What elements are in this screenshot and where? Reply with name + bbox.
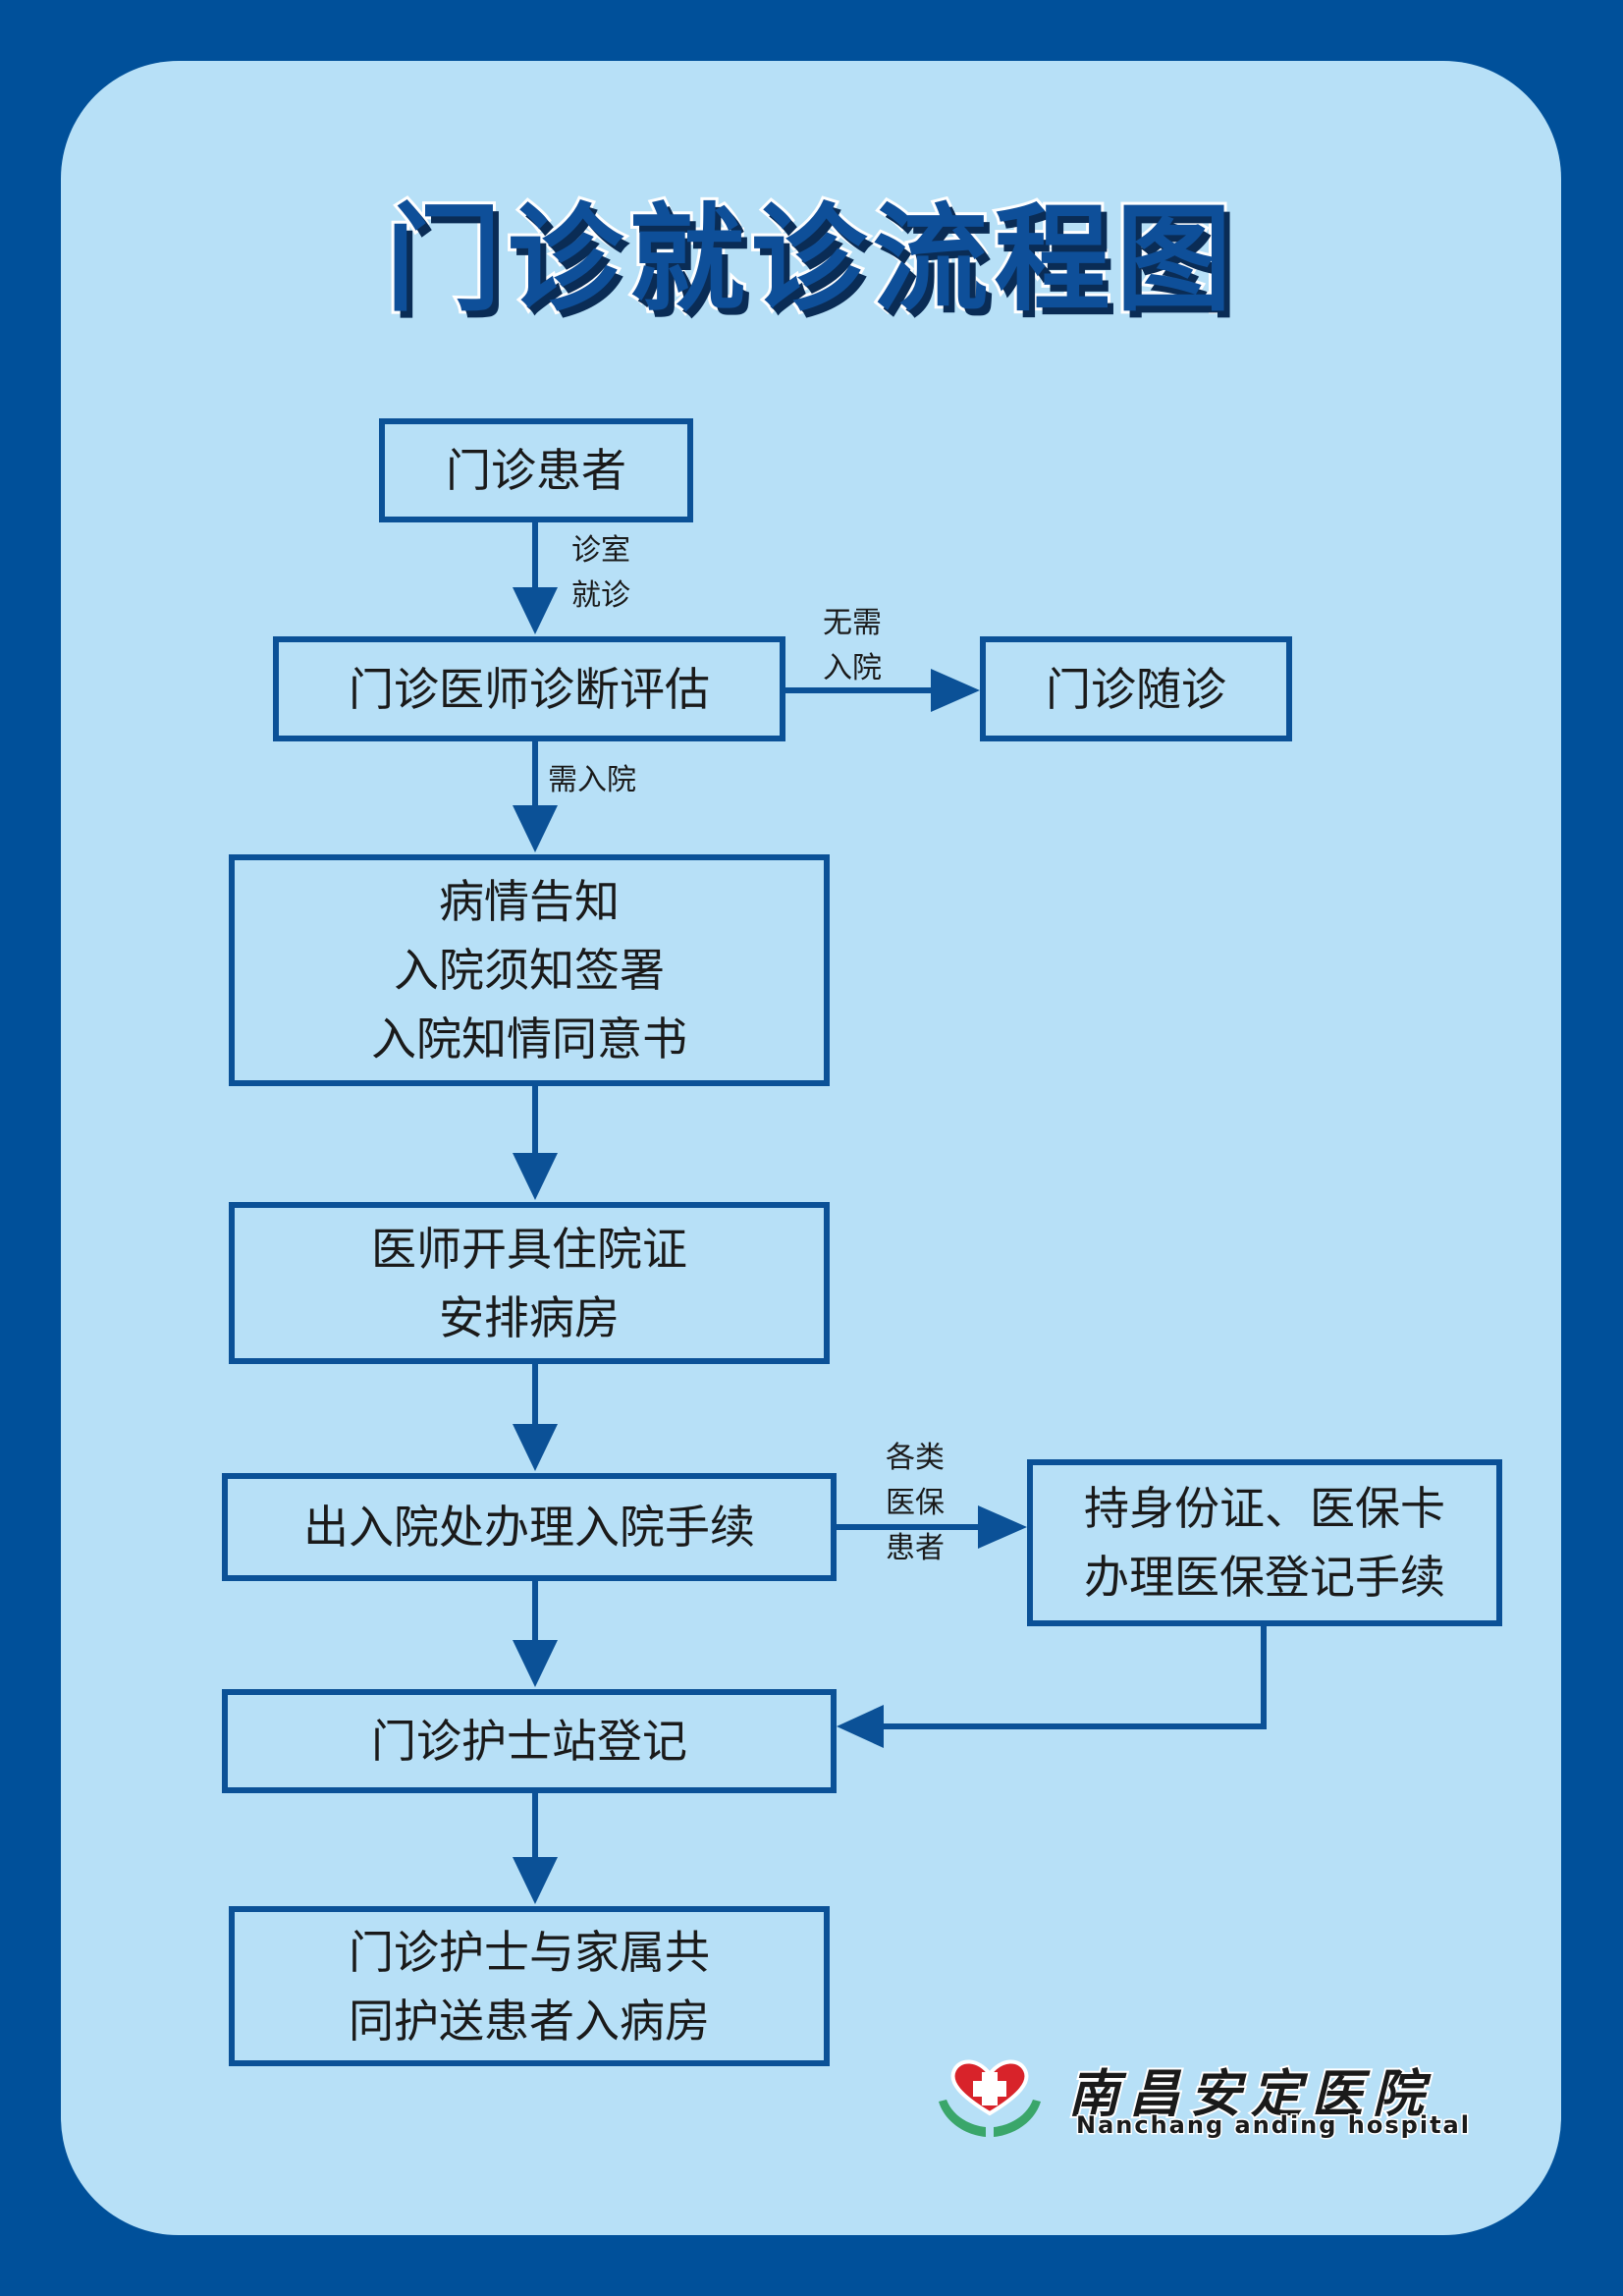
edge-label-clinic-visit: 诊室 就诊 [571,528,630,619]
hospital-name-en: Nanchang anding hospital [1075,2110,1471,2141]
node-label: 门诊护士站登记 [371,1715,687,1768]
node-nurse-station: 门诊护士站登记 [222,1689,837,1793]
node-label: 门诊随诊 [1046,662,1226,716]
edge-label-line: 就诊 [571,578,630,613]
node-escort-to-ward: 门诊护士与家属共 同护送患者入病房 [229,1906,830,2066]
heart-cross-hands-icon [939,2059,1041,2137]
node-label-line: 病情告知 [439,875,620,928]
edge-label-need-admission: 需入院 [548,758,636,803]
edge-label-line: 诊室 [571,533,630,568]
arrowhead-down [513,805,558,852]
node-label-line: 持身份证、医保卡 [1084,1482,1445,1535]
node-outpatient: 门诊患者 [379,418,693,522]
node-insurance-registration: 持身份证、医保卡 办理医保登记手续 [1027,1459,1502,1626]
arrowhead-down [513,1424,558,1471]
arrowhead-right [931,669,980,712]
edge-label-insured-patients: 各类 医保 患者 [886,1436,945,1571]
edge-label-line: 各类 [886,1441,945,1475]
node-label-line: 门诊护士与家属共 [349,1925,710,1979]
arrowhead-down [513,1857,558,1904]
edge-label-line: 无需 [823,606,882,640]
node-label: 门诊患者 [446,444,626,497]
edge-label-line: 医保 [886,1486,945,1520]
node-notice-consent: 病情告知 入院须知签署 入院知情同意书 [229,854,830,1086]
arrowhead-down [513,1153,558,1200]
node-admission-procedures: 出入院处办理入院手续 [222,1473,837,1581]
page-title: 门诊就诊流程图 [382,189,1238,330]
hospital-name-cn: 南昌安定医院 [1066,2062,1434,2126]
arrowhead-down [513,587,558,634]
node-label: 出入院处办理入院手续 [303,1501,755,1554]
node-label-line: 安排病房 [439,1290,620,1344]
arrowhead-left [837,1705,884,1748]
node-label-line: 入院须知签署 [394,944,665,997]
edge-insurance-to-nurse [882,1626,1267,1729]
node-label-line: 办理医保登记手续 [1084,1551,1445,1604]
node-label-line: 医师开具住院证 [371,1222,687,1276]
arrowhead-down [513,1640,558,1687]
node-admission-certificate: 医师开具住院证 安排病房 [229,1202,830,1364]
edge-label-no-admission: 无需 入院 [823,601,882,691]
node-label: 门诊医师诊断评估 [349,662,710,716]
hospital-logo: 南昌安定医院 Nanchang anding hospital [931,2052,1470,2151]
node-outpatient-followup: 门诊随诊 [980,636,1292,741]
arrowhead-right [978,1505,1027,1549]
node-label-line: 入院知情同意书 [371,1012,687,1066]
node-label-line: 同护送患者入病房 [349,1994,710,2048]
background-panel [61,61,1561,2235]
edge-label-line: 入院 [823,651,882,685]
edge-label-line: 需入院 [548,763,636,797]
edge-label-line: 患者 [886,1531,945,1565]
node-doctor-assessment: 门诊医师诊断评估 [273,636,785,741]
